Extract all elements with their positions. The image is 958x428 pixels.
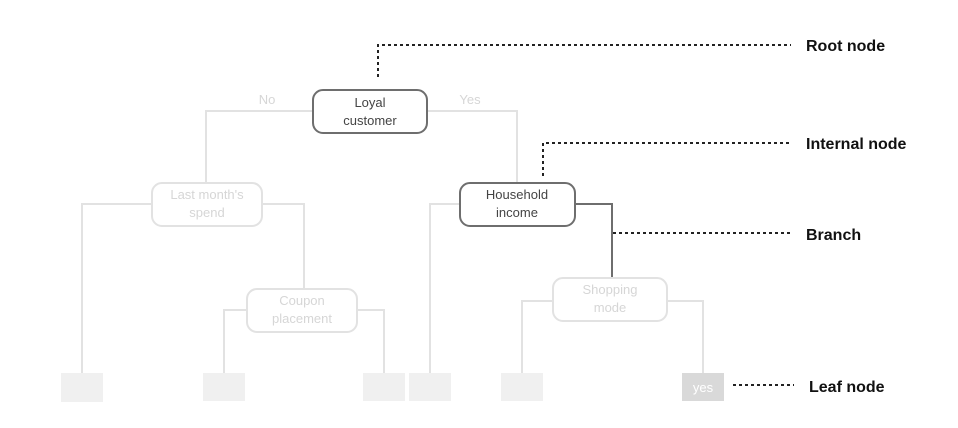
household-income-line2: income <box>496 205 538 220</box>
shopping-mode-line1: Shopping <box>583 282 638 297</box>
coupon-placement-box <box>246 288 358 333</box>
callout-root-node: Root node <box>806 38 885 55</box>
coupon-placement-line1: Coupon <box>279 293 325 308</box>
leaf-yes-box <box>682 373 724 401</box>
callout-lines <box>377 44 794 386</box>
callout-branch: Branch <box>806 227 861 244</box>
branch-coupon-left <box>223 309 247 373</box>
branch-household-left <box>429 203 460 373</box>
shopping-mode-node: Shopping mode <box>552 277 668 322</box>
root-node-line1: Loyal <box>354 95 385 110</box>
callout-leaf-node: Leaf node <box>809 379 885 396</box>
last-month-spend-line1: Last month's <box>170 187 244 202</box>
leaf-box <box>363 373 405 401</box>
callout-line-internal <box>542 142 791 176</box>
coupon-placement-line2: placement <box>272 311 332 326</box>
last-month-spend-node: Last month's spend <box>151 182 263 227</box>
callout-internal-node: Internal node <box>806 136 907 153</box>
callout-line-root <box>377 44 791 77</box>
branch-lastmonth-left <box>81 203 152 373</box>
coupon-placement-node: Coupon placement <box>246 288 358 333</box>
leaf-box <box>501 373 543 401</box>
leaf-box <box>409 373 451 401</box>
shopping-mode-line2: mode <box>594 300 627 315</box>
household-income-line1: Household <box>486 187 548 202</box>
leaf-nodes <box>61 373 543 402</box>
root-node-box <box>312 89 428 134</box>
highlighted-branch <box>575 203 613 278</box>
leaf-yes-label: yes <box>693 380 714 395</box>
last-month-spend-box <box>151 182 263 227</box>
branch-root-yes <box>427 110 518 183</box>
edge-label-yes: Yes <box>459 92 481 107</box>
leaf-box <box>61 373 103 402</box>
faded-branches <box>81 110 704 373</box>
branch-root-no <box>205 110 313 183</box>
root-node: Loyal customer <box>312 89 428 134</box>
branch-coupon-right <box>357 309 385 373</box>
shopping-mode-box <box>552 277 668 322</box>
leaf-box <box>203 373 245 401</box>
edge-label-no: No <box>259 92 276 107</box>
household-income-node: Household income <box>459 182 576 227</box>
root-node-line2: customer <box>343 113 397 128</box>
branch-lastmonth-right <box>262 203 305 289</box>
branch-shopping-left <box>521 300 553 373</box>
household-income-box <box>459 182 576 227</box>
branch-shopping-right <box>667 300 704 373</box>
last-month-spend-line2: spend <box>189 205 224 220</box>
